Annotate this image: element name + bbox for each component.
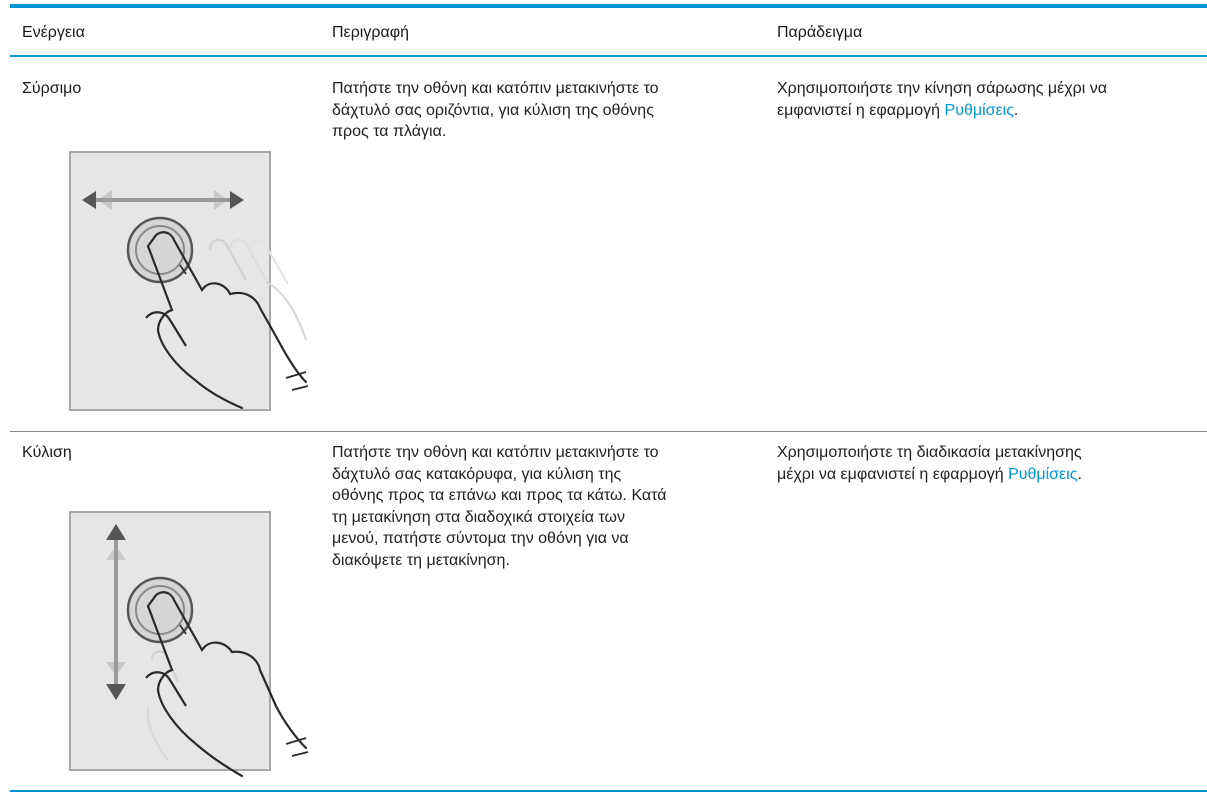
row-1-action: Σύρσιμο	[22, 80, 82, 97]
row-2-description-line: Πατήστε την οθόνη και κατόπιν μετακινήστ…	[332, 444, 659, 461]
table-bottom-rule	[10, 790, 1207, 792]
header-description: Περιγραφή	[332, 24, 409, 41]
header-rule	[10, 55, 1207, 57]
row-2-description-line: οθόνης προς τα επάνω και προς τα κάτω. Κ…	[332, 487, 667, 504]
row-1-example-text: εμφανιστεί η εφαρμογή	[777, 101, 945, 119]
table-top-rule	[10, 4, 1207, 8]
row-2-example-line: Χρησιμοποιήστε τη διαδικασία μετακίνησης	[777, 444, 1082, 461]
row-1-example: Χρησιμοποιήστε την κίνηση σάρωσης μέχρι …	[777, 78, 1197, 121]
row-2-description: Πατήστε την οθόνη και κατόπιν μετακινήστ…	[332, 442, 752, 571]
row-2-description-line: διακόψετε τη μετακίνηση.	[332, 551, 510, 569]
scroll-vertical-gesture-icon	[69, 511, 309, 778]
row-1-example-suffix: .	[1013, 101, 1019, 119]
row-1-example-line: εμφανιστεί η εφαρμογή Ρυθμίσεις.	[777, 100, 1197, 122]
row-1-description-line: προς τα πλάγια.	[332, 123, 447, 140]
settings-link[interactable]: Ρυθμίσεις	[1008, 465, 1078, 483]
row-2-description-line: μενού, πατήστε σύντομα την οθόνη για να	[332, 530, 629, 547]
row-1-description-line: Πατήστε την οθόνη και κατόπιν μετακινήστ…	[332, 80, 659, 97]
swipe-horizontal-gesture-icon	[69, 151, 309, 411]
row-2-example: Χρησιμοποιήστε τη διαδικασία μετακίνησης…	[777, 442, 1197, 485]
row-2-action: Κύλιση	[22, 444, 72, 461]
row-divider	[10, 431, 1207, 432]
row-2-example-text: μέχρι να εμφανιστεί η εφαρμογή	[777, 465, 1009, 483]
header-action: Ενέργεια	[22, 24, 85, 41]
row-1-example-line: Χρησιμοποιήστε την κίνηση σάρωσης μέχρι …	[777, 80, 1108, 97]
row-2-example-line: μέχρι να εμφανιστεί η εφαρμογή Ρυθμίσεις…	[777, 464, 1197, 486]
row-2-description-line: τη μετακίνηση στα διαδοχικά στοιχεία των	[332, 508, 626, 526]
header-example: Παράδειγμα	[777, 24, 863, 41]
row-1-description-line: δάχτυλό σας οριζόντια, για κύλιση της οθ…	[332, 101, 654, 119]
row-2-example-suffix: .	[1077, 465, 1082, 483]
settings-link[interactable]: Ρυθμίσεις	[944, 101, 1014, 119]
row-2-description-line: δάχτυλό σας κατακόρυφα, για κύλιση της	[332, 465, 622, 483]
row-1-description: Πατήστε την οθόνη και κατόπιν μετακινήστ…	[332, 78, 752, 143]
